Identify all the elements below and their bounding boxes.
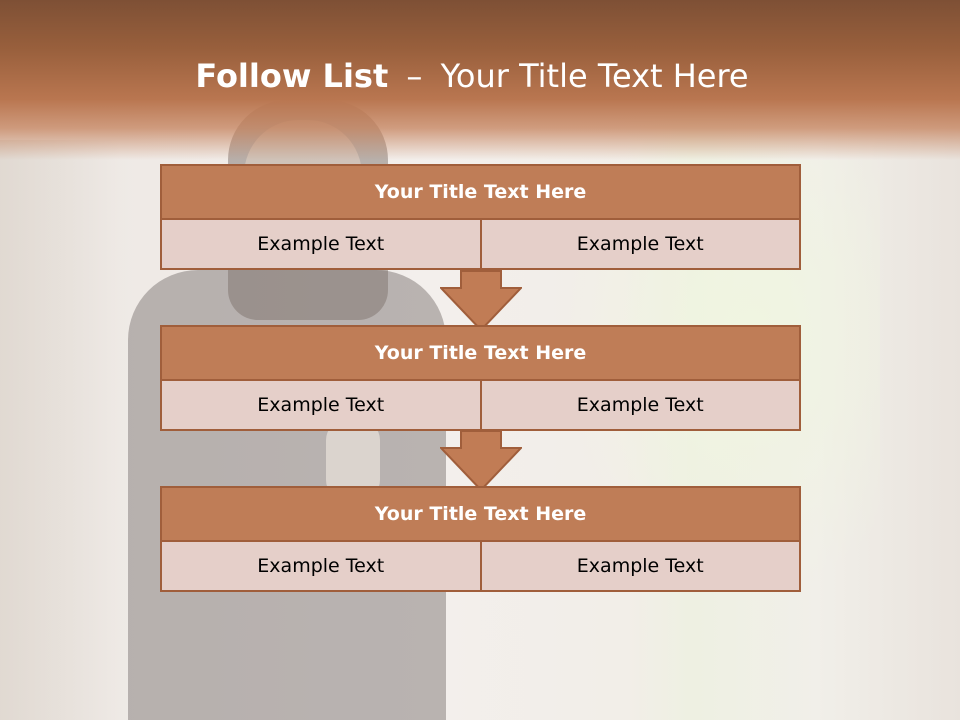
- block-cell-left: Example Text: [160, 220, 482, 270]
- down-arrow-icon: [440, 430, 522, 492]
- block-cell-right: Example Text: [481, 381, 801, 431]
- block-cell-right: Example Text: [481, 220, 801, 270]
- block-row: Example Text Example Text: [160, 220, 801, 270]
- block-row: Example Text Example Text: [160, 381, 801, 431]
- down-arrow-icon: [440, 270, 522, 332]
- follow-block-3: Your Title Text Here Example Text Exampl…: [160, 486, 801, 592]
- block-title: Your Title Text Here: [160, 486, 801, 542]
- block-cell-left: Example Text: [160, 381, 482, 431]
- background-wall-blur: [0, 140, 120, 720]
- block-title: Your Title Text Here: [160, 164, 801, 220]
- block-row: Example Text Example Text: [160, 542, 801, 592]
- follow-block-2: Your Title Text Here Example Text Exampl…: [160, 325, 801, 431]
- slide-title-bold: Follow List: [195, 57, 389, 95]
- title-band: [0, 0, 960, 160]
- slide-title-rest: Your Title Text Here: [440, 57, 749, 95]
- block-cell-right: Example Text: [481, 542, 801, 592]
- block-cell-left: Example Text: [160, 542, 482, 592]
- follow-block-1: Your Title Text Here Example Text Exampl…: [160, 164, 801, 270]
- block-title: Your Title Text Here: [160, 325, 801, 381]
- slide-title: Follow List – Your Title Text Here: [0, 56, 944, 96]
- slide-title-dash: –: [406, 57, 423, 95]
